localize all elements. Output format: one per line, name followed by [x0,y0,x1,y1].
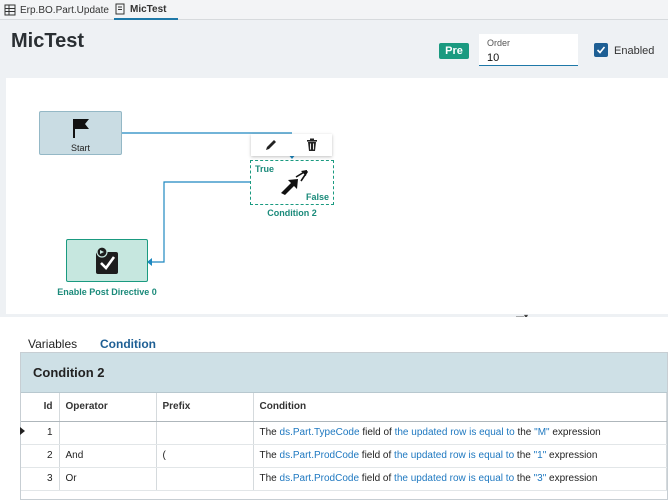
false-branch-label: False [305,192,329,202]
column-header-id[interactable]: Id [21,393,60,422]
cell-condition: The ds.Part.TypeCode field of the update… [253,420,667,445]
tab-variables[interactable]: Variables [28,337,78,351]
tab-label: Erp.BO.Part.Update [20,4,109,16]
enabled-label: Enabled [614,45,655,57]
row-link[interactable]: the updated row [394,427,467,438]
column-header-condition[interactable]: Condition [253,393,667,422]
value-link[interactable]: "M" [534,427,550,438]
properties-tabs: Variables Condition [20,317,668,354]
pre-badge: Pre [439,43,469,59]
edit-button[interactable] [260,135,282,155]
cell-operator[interactable]: And [59,444,157,468]
enable-post-directive-node[interactable] [66,239,148,282]
trash-icon [306,138,317,151]
start-label: Start [70,143,90,153]
condition-node[interactable]: True False [250,160,334,205]
condition-node-label: Condition 2 [267,208,317,218]
condition-text: expression [549,427,601,438]
comparison-link[interactable]: is equal to [468,473,515,484]
table-row[interactable]: 1 The ds.Part.TypeCode field of the upda… [21,420,667,445]
table-row[interactable]: 2 And ( The ds.Part.ProdCode field of th… [21,444,667,468]
cell-id: 2 [21,444,60,468]
condition-text: The [259,427,280,438]
field-link[interactable]: ds.Part.TypeCode [279,427,360,438]
value-link[interactable]: "1" [533,450,547,461]
condition-text: the [514,450,534,461]
condition-text: expression [546,473,598,484]
directive-header: MicTest Pre Order Enabled [0,20,668,76]
column-header-prefix[interactable]: Prefix [156,393,254,422]
condition-grid: Id Operator Prefix Condition 1 The ds.Pa… [21,393,667,491]
tab-mictest[interactable]: MicTest [114,0,178,20]
cell-id: 3 [21,467,60,491]
cell-operator[interactable] [59,420,157,445]
condition-text: field of [359,427,395,438]
panel-resize-handle[interactable]: ▬▾ [516,312,528,321]
flag-icon [72,119,89,138]
cell-condition: The ds.Part.ProdCode field of the update… [253,467,667,491]
pencil-icon [266,140,277,150]
condition-editor: Condition 2 Id Operator Prefix Condition… [20,352,668,500]
cell-id: 1 [21,420,60,445]
condition-text: The [259,473,280,484]
condition-text: The [259,450,280,461]
condition-text: expression [546,450,598,461]
condition-text: field of [359,450,395,461]
comparison-link[interactable]: is equal to [468,450,515,461]
order-label: Order [487,38,511,48]
condition-title: Condition 2 [21,353,667,393]
row-link[interactable]: the updated row [394,473,466,484]
grid-icon [4,4,16,16]
cell-prefix[interactable] [156,420,254,445]
field-link[interactable]: ds.Part.ProdCode [279,473,360,484]
condition-text: field of [359,473,395,484]
cell-condition: The ds.Part.ProdCode field of the update… [253,444,667,468]
enabled-checkbox[interactable] [594,43,608,57]
page-title: MicTest [11,30,84,52]
current-row-indicator [20,427,25,435]
cell-prefix[interactable]: ( [156,444,254,468]
tab-label: MicTest [130,3,167,15]
properties-panel: Variables Condition Condition 2 Id Opera… [0,317,668,500]
condition-text: the [514,473,534,484]
cell-prefix[interactable] [156,467,254,491]
delete-button[interactable] [301,135,323,155]
table-row[interactable]: 3 Or The ds.Part.ProdCode field of the u… [21,467,667,491]
node-toolbar [251,134,332,156]
field-link[interactable]: ds.Part.ProdCode [279,450,360,461]
cell-operator[interactable]: Or [59,467,157,491]
workflow-canvas[interactable]: Start True False Condition 2 [6,78,668,321]
order-input[interactable] [487,52,567,64]
document-icon [114,3,126,15]
column-header-operator[interactable]: Operator [59,393,157,422]
tab-erp-bo-part-update[interactable]: Erp.BO.Part.Update [4,0,109,20]
enable-post-directive-label: Enable Post Directive 0 [57,287,157,297]
checkmark-icon [596,46,606,54]
order-field[interactable]: Order [479,34,578,66]
start-node[interactable]: Start [39,111,122,155]
row-link[interactable]: the updated row [394,450,466,461]
true-branch-label: True [255,164,275,174]
value-link[interactable]: "3" [533,473,547,484]
condition-text: the [514,427,535,438]
comparison-link[interactable]: is equal to [469,427,515,438]
checked-box-icon [96,245,118,274]
branch-arrows-icon [281,169,309,195]
document-tab-strip: Erp.BO.Part.Update MicTest [0,0,668,20]
